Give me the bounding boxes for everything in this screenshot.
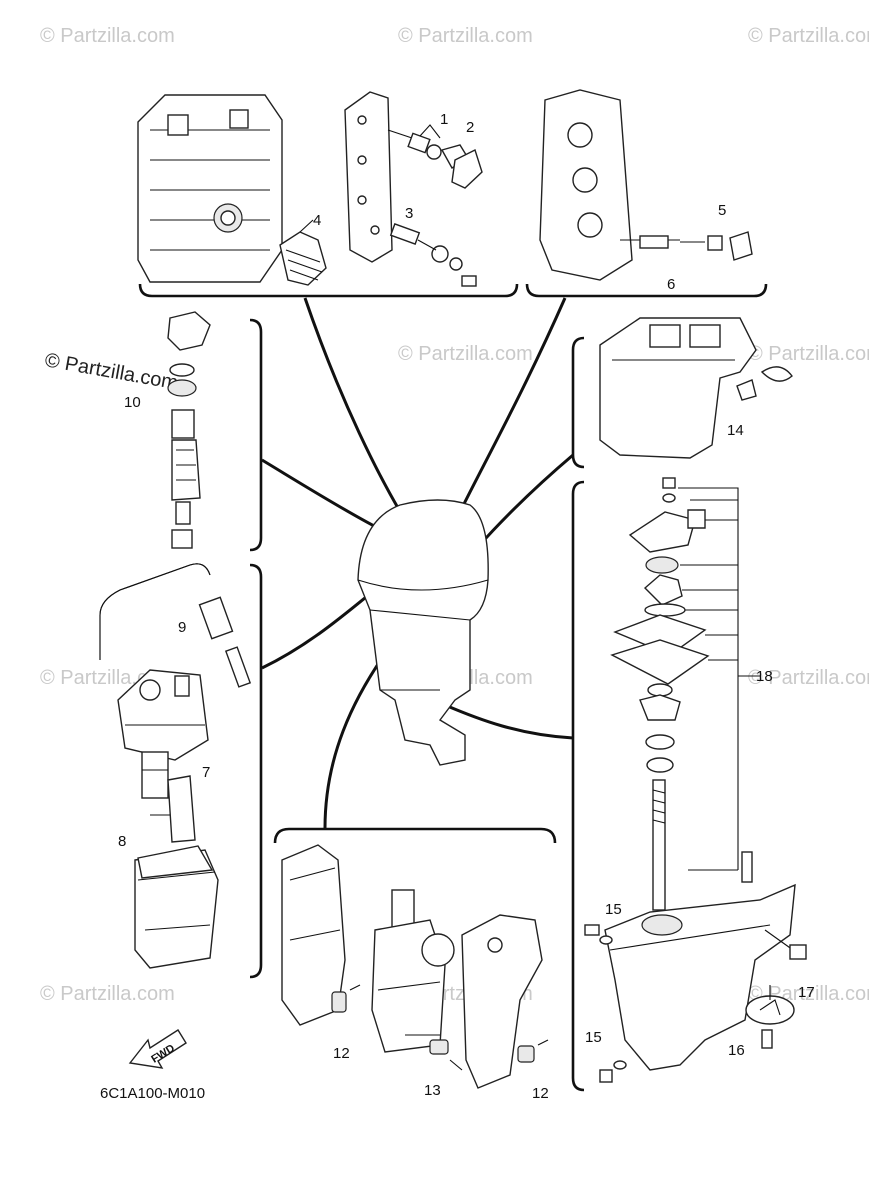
watermark: © Partzilla.com [40, 983, 175, 1005]
callout-13: 13 [424, 1082, 441, 1099]
callout-8: 8 [118, 833, 126, 850]
callout-12: 12 [532, 1085, 549, 1102]
callout-17: 17 [798, 984, 815, 1001]
oil-filter [279, 219, 327, 286]
cylinder-head [539, 89, 680, 281]
callout-12: 12 [333, 1045, 350, 1062]
grommets [331, 984, 549, 1071]
callout-5: 5 [718, 202, 726, 219]
watermark: © Partzilla.com [398, 343, 533, 365]
callout-6: 6 [667, 276, 675, 293]
trim-tilt-unit [371, 889, 455, 1053]
drive-shaft [639, 683, 681, 911]
stern-bracket-right [461, 914, 543, 1089]
sensor-parts [639, 231, 753, 261]
top-right-bracket [525, 283, 768, 298]
bottom-bracket [273, 827, 557, 844]
callout-9: 9 [178, 619, 186, 636]
stern-bracket-left [281, 844, 346, 1026]
powerhead-block [137, 94, 283, 283]
watermark: © Partzilla.com [748, 667, 869, 689]
callout-10: 10 [124, 394, 141, 411]
watermark: © Partzilla.com [398, 25, 533, 47]
fuel-filter [167, 311, 211, 549]
fwd-arrow-icon: FWD [128, 1029, 187, 1069]
gear-case [604, 851, 807, 1071]
bolts-15 [584, 924, 627, 1083]
left-upper-bracket [249, 318, 263, 552]
callout-16: 16 [728, 1042, 745, 1059]
fuel-hose [99, 563, 211, 660]
top-left-bracket [138, 283, 519, 298]
float-chamber [134, 845, 219, 969]
right-lower-bracket [571, 480, 585, 1092]
outboard-motor [357, 499, 489, 766]
vapor-separator [117, 669, 209, 799]
callout-1: 1 [440, 111, 448, 128]
callout-15: 15 [605, 901, 622, 918]
right-upper-bracket [571, 336, 585, 469]
valve-parts [389, 223, 477, 287]
watermark: © Partzilla.com [748, 25, 869, 47]
callout-14: 14 [727, 422, 744, 439]
water-pump-parts [610, 477, 710, 685]
fuel-pump-bracket [150, 775, 196, 843]
lower-cowling [599, 317, 793, 459]
inline-filter [198, 596, 252, 688]
left-lower-bracket [249, 563, 263, 979]
watermark: © Partzilla.com [40, 25, 175, 47]
exhaust-cover [344, 91, 413, 263]
pump-leader-lines [678, 487, 760, 871]
callout-18: 18 [756, 668, 773, 685]
callout-15: 15 [585, 1029, 602, 1046]
callout-4: 4 [313, 212, 321, 229]
diagram-code: 6C1A100-M010 [100, 1085, 205, 1102]
thermostat-parts [407, 124, 483, 189]
callout-3: 3 [405, 205, 413, 222]
callout-7: 7 [202, 764, 210, 781]
watermark-dark: © Partzilla.com [43, 349, 180, 394]
callout-2: 2 [466, 119, 474, 136]
callout-labels: 1 2 3 4 5 6 7 8 9 10 12 12 13 14 15 15 1… [118, 111, 815, 1102]
watermark: © Partzilla.com [748, 343, 869, 365]
